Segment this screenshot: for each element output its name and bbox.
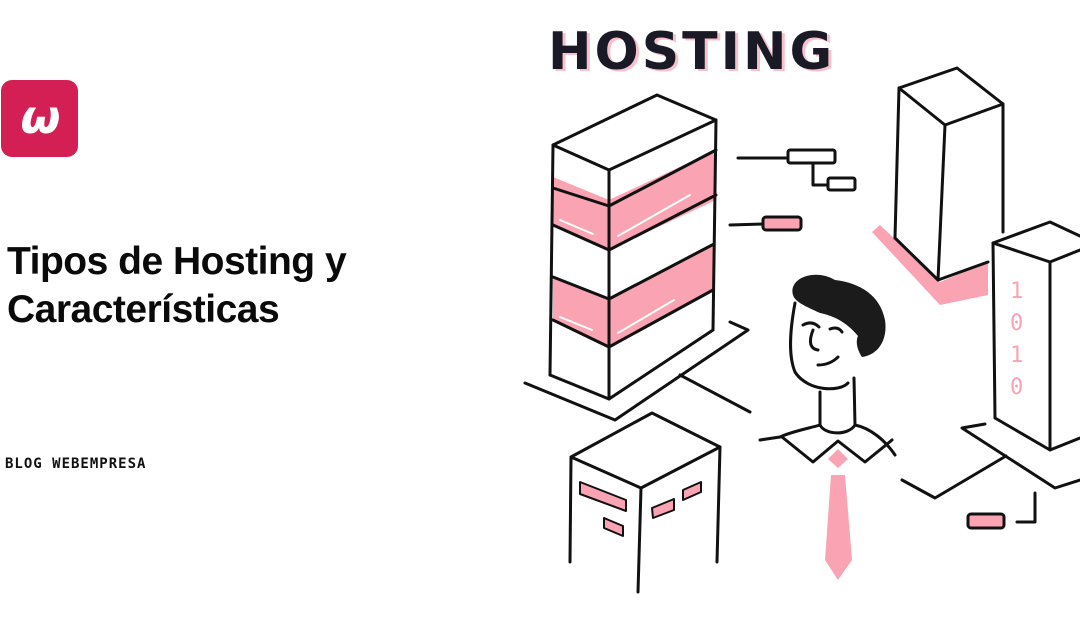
small-server-icon <box>568 411 722 594</box>
server-tower-icon <box>523 93 857 422</box>
title-line-1: Tipos de Hosting y <box>7 238 347 286</box>
person-illustration <box>758 274 897 464</box>
page-title: Tipos de Hosting y Características <box>7 238 347 334</box>
binary-server-icon <box>900 220 1080 530</box>
svg-text:0: 0 <box>1010 375 1023 400</box>
logo-w-icon: ѡ <box>20 89 61 144</box>
necktie-icon <box>825 449 852 580</box>
webempresa-logo: ѡ <box>1 80 78 157</box>
svg-text:1: 1 <box>1010 279 1023 304</box>
server-tower-icon <box>872 66 1005 305</box>
blog-category-label: BLOG WEBEMPRESA <box>5 456 147 472</box>
title-text: Tipos de <box>7 240 173 283</box>
title-text: y <box>314 240 347 283</box>
title-line-2: Características <box>7 288 280 331</box>
svg-text:1: 1 <box>1010 343 1023 368</box>
title-highlight-text: Hosting <box>172 240 315 283</box>
binary-digits: 1 0 1 0 <box>1010 279 1023 400</box>
title-highlight: Hosting <box>170 238 317 286</box>
illustration-heading: HOSTING <box>548 22 836 82</box>
svg-text:0: 0 <box>1010 311 1023 336</box>
